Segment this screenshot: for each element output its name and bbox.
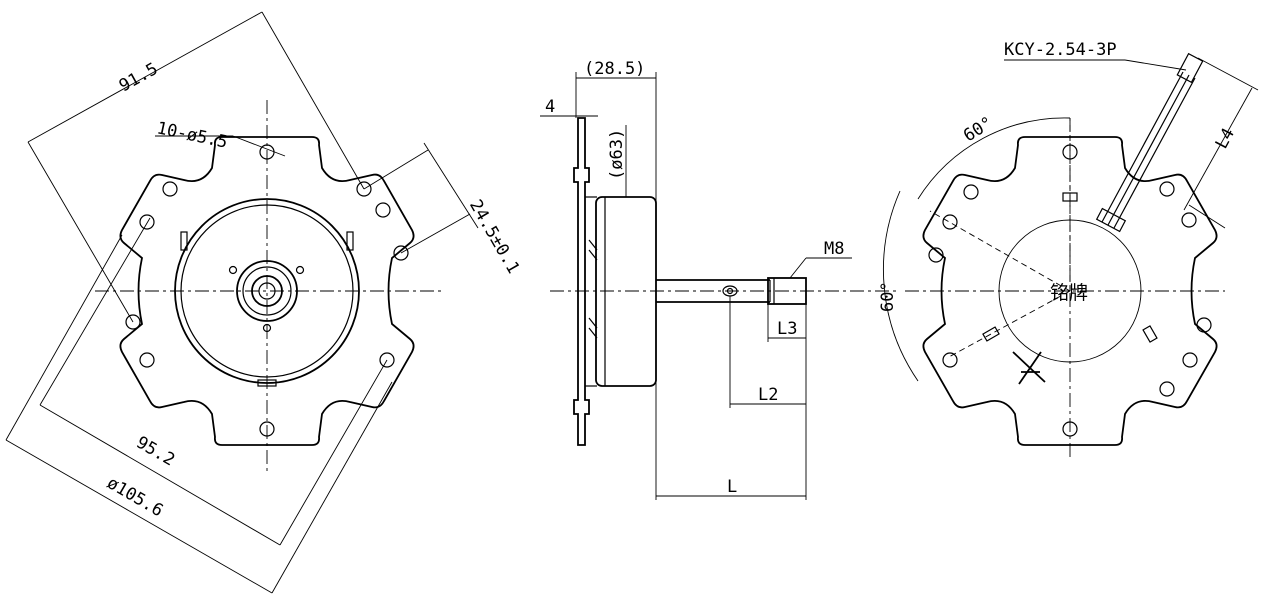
front-screw-3 bbox=[262, 323, 272, 333]
dim-slot-line bbox=[423, 142, 479, 229]
dim-91-5-ext-right bbox=[261, 11, 365, 190]
front-hole-8 bbox=[125, 314, 141, 330]
dim-holes-leader bbox=[232, 135, 286, 157]
front-tab-bottom bbox=[257, 379, 277, 387]
front-tab-right bbox=[346, 231, 354, 251]
dim-28-5-label: (28.5) bbox=[584, 59, 645, 79]
rear-hole-4 bbox=[1196, 317, 1212, 333]
rear-arc-left bbox=[883, 190, 919, 382]
wire-3 bbox=[1113, 77, 1196, 229]
dim-l-label: L bbox=[727, 477, 737, 497]
side-view: (28.5) 4 (ø63) M8 L3 L2 L bbox=[540, 59, 900, 500]
front-tab-left bbox=[180, 231, 188, 251]
dim-l4-ext-top bbox=[1197, 57, 1259, 91]
rear-clip-right bbox=[1142, 325, 1158, 343]
front-hub-outer bbox=[236, 260, 298, 322]
rear-hole-8 bbox=[942, 352, 958, 368]
rear-nameplate-label: 铭牌 bbox=[1050, 282, 1088, 304]
rear-hole-2 bbox=[1159, 181, 1175, 197]
dim-4-label: 4 bbox=[545, 97, 555, 117]
dim-105-6-ext-left bbox=[5, 234, 123, 441]
dim-l4-ext-bottom bbox=[1188, 204, 1226, 229]
front-hole-10 bbox=[162, 181, 178, 197]
wire-grommet bbox=[1095, 207, 1127, 233]
front-screw-1 bbox=[228, 265, 238, 275]
dim-91-5-line bbox=[27, 11, 263, 143]
dim-holes-label: 10-ø5.5 bbox=[155, 118, 229, 152]
dim-slot-label: 24.5±0.1 bbox=[465, 196, 523, 277]
rear-logo bbox=[1012, 351, 1046, 385]
rear-hole-9 bbox=[928, 247, 944, 263]
rear-hole-5 bbox=[1182, 352, 1198, 368]
front-hole-9 bbox=[139, 214, 155, 230]
front-shaft bbox=[258, 282, 276, 300]
connector-leader bbox=[1124, 59, 1187, 71]
front-view: 91.5 10-ø5.5 24.5±0.1 95.2 ø105.6 bbox=[5, 11, 523, 594]
rear-flange-outline bbox=[922, 136, 1218, 446]
wire-1 bbox=[1101, 71, 1184, 223]
dim-105-6-line bbox=[5, 439, 273, 594]
front-hub-inner bbox=[251, 275, 283, 307]
dim-95-2-line bbox=[39, 404, 281, 546]
dim-95-2-ext-left bbox=[39, 217, 151, 406]
wire-2 bbox=[1107, 74, 1190, 226]
connector-housing bbox=[1176, 52, 1204, 84]
front-motor-body-outer bbox=[174, 198, 360, 384]
rear-angle-left-label: 60° bbox=[878, 281, 898, 312]
rear-wire-harness bbox=[1095, 52, 1204, 233]
front-hole-6 bbox=[259, 421, 275, 437]
dim-95-2-ext-right bbox=[279, 359, 388, 546]
dim-l3-label: L3 bbox=[777, 319, 797, 339]
dim-m8-leader bbox=[789, 257, 807, 279]
rear-hole-6 bbox=[1159, 381, 1175, 397]
rear-view: 铭牌 60° 60° KCY-2.54-3P L4 bbox=[878, 40, 1259, 460]
side-thread-section bbox=[767, 277, 807, 305]
dim-m8-label: M8 bbox=[824, 239, 844, 259]
dim-l4-line bbox=[1183, 87, 1253, 211]
rear-ray-lower bbox=[946, 290, 1071, 359]
rear-angle-top-label: 60° bbox=[960, 113, 997, 146]
side-flange-plate bbox=[573, 117, 590, 446]
rear-hole-11 bbox=[963, 184, 979, 200]
rear-ray-upper bbox=[929, 210, 1071, 292]
front-hole-2 bbox=[356, 181, 372, 197]
dim-91-5-ext-left bbox=[27, 141, 134, 323]
dim-95-2-label: 95.2 bbox=[133, 433, 178, 471]
front-hole-3 bbox=[375, 202, 391, 218]
front-hole-5 bbox=[379, 352, 395, 368]
rear-arc-top bbox=[917, 117, 1071, 200]
rear-clip-left bbox=[982, 326, 1000, 342]
side-cross-hole-inner bbox=[726, 287, 734, 295]
front-hub-mid bbox=[242, 266, 292, 316]
front-screw-2 bbox=[295, 265, 305, 275]
front-hole-4 bbox=[393, 245, 409, 261]
front-flange-outline bbox=[119, 136, 415, 446]
dim-slot-ext-1 bbox=[363, 149, 429, 190]
connector-label: KCY-2.54-3P bbox=[1004, 40, 1117, 60]
rear-logo-shape bbox=[1012, 351, 1046, 385]
dim-l2-label: L2 bbox=[758, 385, 778, 405]
front-hole-7 bbox=[139, 352, 155, 368]
rear-hole-10 bbox=[942, 214, 958, 230]
dim-91-5-label: 91.5 bbox=[116, 59, 162, 96]
dim-63-label: (ø63) bbox=[607, 129, 627, 180]
rear-hole-7 bbox=[1062, 421, 1078, 437]
front-motor-body-inner bbox=[180, 204, 354, 378]
rear-hole-3 bbox=[1181, 212, 1197, 228]
dim-slot-ext-2 bbox=[400, 213, 471, 254]
dim-l4-label: L4 bbox=[1212, 125, 1239, 152]
dim-105-6-ext-right bbox=[271, 381, 393, 594]
